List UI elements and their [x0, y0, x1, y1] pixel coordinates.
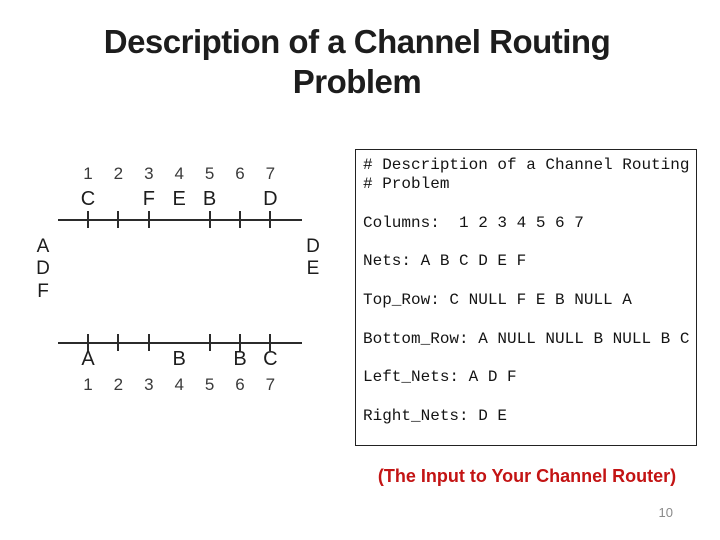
page-number: 10 [658, 505, 673, 520]
slide-title: Description of a Channel Routing Problem [0, 22, 720, 102]
column-number-bottom: 1 [83, 375, 93, 394]
left-net-label: D [36, 258, 50, 280]
problem-description-text: # Description of a Channel Routing # Pro… [363, 156, 690, 425]
column-number-top: 1 [83, 164, 93, 183]
bottom-rail-tick [117, 334, 120, 351]
column-number-bottom: 3 [144, 375, 154, 394]
top-rail-tick [117, 211, 120, 228]
bottom-rail-tick [147, 334, 150, 351]
top-rail-tick [208, 211, 211, 228]
bottom-terminal-label: B [233, 348, 247, 370]
right-net-label: D [306, 236, 320, 257]
column-number-top: 5 [204, 164, 215, 183]
column-number-bottom: 2 [113, 375, 124, 394]
caption: (The Input to Your Channel Router) [377, 466, 677, 486]
bottom-terminal-label: C [263, 348, 278, 370]
problem-description-box: # Description of a Channel Routing # Pro… [355, 149, 697, 446]
bottom-rail-tick [269, 334, 272, 351]
bottom-rail-tick [87, 334, 89, 351]
right-net-label: E [306, 258, 320, 280]
bottom-rail-tick [239, 334, 241, 351]
top-rail-tick [87, 211, 89, 228]
top-rail-line [58, 219, 302, 221]
top-terminal-label: E [172, 188, 186, 210]
bottom-rail-tick [208, 334, 211, 351]
top-terminal-label: F [142, 188, 155, 210]
top-terminal-label: D [263, 188, 278, 210]
left-net-label: F [37, 280, 49, 302]
top-rail-tick [147, 211, 150, 228]
title-line-2: Problem [292, 63, 422, 100]
column-number-top: 4 [174, 164, 184, 183]
top-terminal-label: B [202, 188, 217, 210]
column-number-top: 6 [235, 164, 245, 183]
top-rail-tick [239, 211, 241, 228]
column-number-top: 7 [265, 164, 276, 183]
column-number-top: 3 [144, 164, 154, 183]
column-number-top: 2 [113, 164, 124, 183]
title-line-1: Description of a Channel Routing [103, 23, 611, 60]
top-terminal-label: C [80, 188, 96, 210]
column-number-bottom: 7 [265, 375, 276, 394]
column-number-bottom: 4 [174, 375, 184, 394]
top-rail-tick [269, 211, 272, 228]
bottom-rail-line [58, 342, 302, 344]
column-number-bottom: 6 [235, 375, 245, 394]
bottom-terminal-label: A [81, 348, 95, 370]
column-number-bottom: 5 [204, 375, 215, 394]
bottom-terminal-label: B [172, 348, 186, 370]
left-net-label: A [36, 236, 50, 257]
